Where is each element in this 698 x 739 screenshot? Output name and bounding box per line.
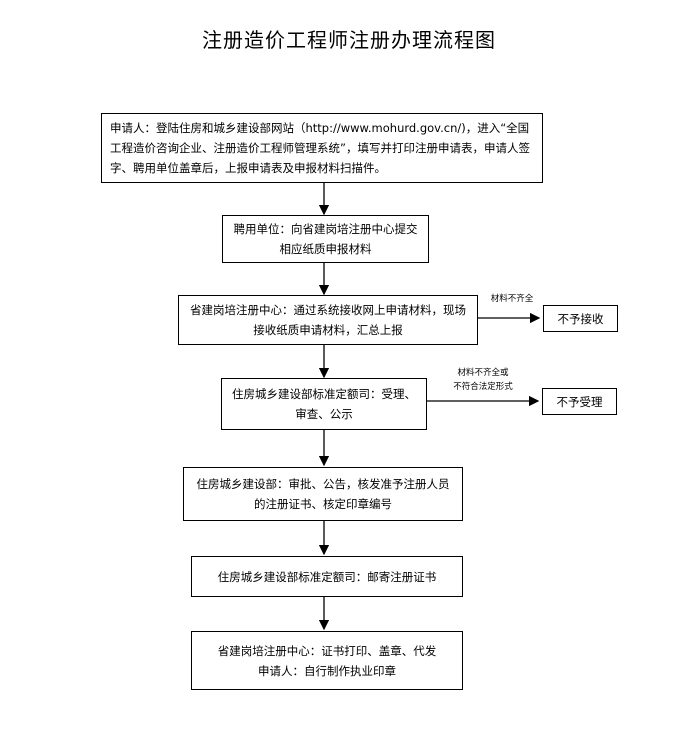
- reject2-text: 不予受理: [556, 394, 603, 409]
- reject1-box: 不予接收: [543, 305, 618, 332]
- step3-box: 省建岗培注册中心：通过系统接收网上申请材料，现场接收纸质申请材料，汇总上报: [178, 295, 478, 345]
- step7-box: 省建岗培注册中心：证书打印、盖章、代发 申请人：自行制作执业印章: [191, 631, 463, 690]
- step1-text: 申请人：登陆住房和城乡建设部网站（http://www.mohurd.gov.c…: [110, 121, 530, 175]
- step6-text: 住房城乡建设部标准定额司：邮寄注册证书: [217, 569, 437, 584]
- page-title: 注册造价工程师注册办理流程图: [202, 28, 496, 52]
- step7-line2: 申请人：自行制作执业印章: [258, 663, 396, 678]
- step1-box: 申请人：登陆住房和城乡建设部网站（http://www.mohurd.gov.c…: [101, 113, 543, 183]
- step6-box: 住房城乡建设部标准定额司：邮寄注册证书: [191, 556, 463, 597]
- step4-box: 住房城乡建设部标准定额司：受理、审查、公示: [221, 378, 427, 430]
- reject2-box: 不予受理: [542, 388, 617, 415]
- note-invalid-form: 材料不齐全或 不符合法定形式: [453, 368, 513, 392]
- reject1-text: 不予接收: [557, 311, 604, 326]
- step2-box: 聘用单位：向省建岗培注册中心提交相应纸质申报材料: [222, 215, 429, 263]
- note-incomplete: 材料不齐全: [490, 294, 534, 304]
- step5-box: 住房城乡建设部：审批、公告，核发准予注册人员的注册证书、核定印章编号: [183, 467, 463, 521]
- step3-text: 省建岗培注册中心：通过系统接收网上申请材料，现场接收纸质申请材料，汇总上报: [190, 303, 466, 337]
- step7-line1: 省建岗培注册中心：证书打印、盖章、代发: [217, 643, 437, 658]
- step5-text: 住房城乡建设部：审批、公告，核发准予注册人员的注册证书、核定印章编号: [196, 477, 450, 511]
- step4-text: 住房城乡建设部标准定额司：受理、审查、公示: [232, 387, 416, 421]
- step2-text: 聘用单位：向省建岗培注册中心提交相应纸质申报材料: [233, 222, 418, 256]
